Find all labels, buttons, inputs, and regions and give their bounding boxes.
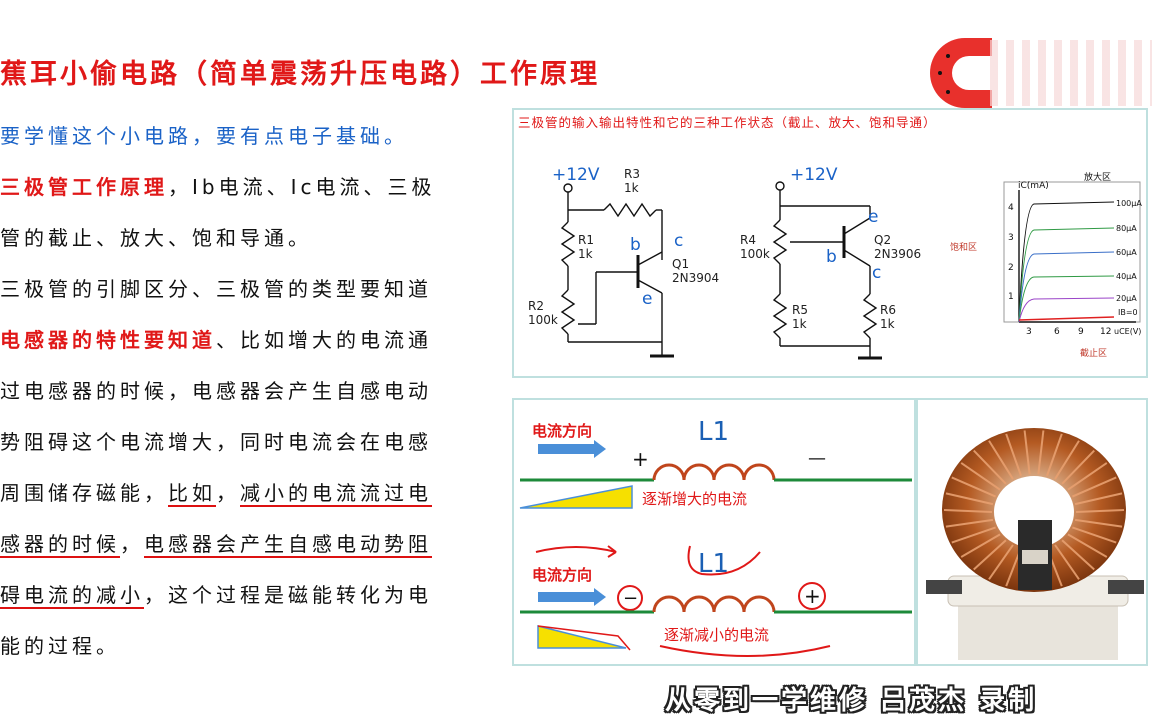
text-segment: 减小的电流流过电: [240, 481, 432, 505]
npn-supply-label: +12V: [552, 165, 600, 185]
curve-label-100: 100μA: [1116, 199, 1142, 208]
text-segment: ，Ib电流、Ic电流、三极: [168, 175, 436, 199]
inductor-label-1: L1: [698, 417, 729, 447]
toroid-inductor-photo: [916, 398, 1148, 666]
text-line: 能的过程。: [0, 628, 505, 679]
r2-label: R2: [528, 299, 544, 313]
ytick-1: 1: [1008, 292, 1014, 302]
current-direction-label-1: 电流方向: [532, 422, 592, 440]
text-line: 势阻碍这个电流增大，同时电流会在电感: [0, 424, 505, 475]
text-segment: 势阻碍这个电流增大，同时电流会在电感: [0, 430, 432, 454]
xtick-12: 12: [1100, 327, 1111, 337]
minus-sign-1: —: [808, 448, 826, 469]
text-line: 感器的时候，电感器会产生自感电动势阻: [0, 526, 505, 577]
text-segment: ，: [216, 481, 240, 505]
current-direction-label-2: 电流方向: [532, 566, 592, 584]
text-segment: 要学懂这个小电路，要有点电子基础。: [0, 124, 408, 148]
r6-label: R6: [880, 303, 896, 317]
r1-value: 1k: [578, 247, 593, 261]
r1-label: R1: [578, 233, 594, 247]
xtick-9: 9: [1078, 327, 1084, 337]
text-segment: 电感器的特性要知道: [0, 328, 216, 352]
region-saturation: 饱和区: [950, 241, 977, 253]
curve-label-60: 60μA: [1116, 248, 1137, 257]
pnp-e-label: e: [868, 207, 878, 227]
pnp-c-label: c: [872, 263, 881, 283]
text-segment: 周围储存磁能，: [0, 481, 168, 505]
r6-value: 1k: [880, 317, 895, 331]
q2-type: 2N3906: [874, 247, 921, 261]
ytick-2: 2: [1008, 263, 1014, 273]
text-segment: 过电感器的时候，电感器会产生自感电动: [0, 379, 432, 403]
text-segment: ，: [120, 532, 144, 556]
text-line: 碍电流的减小，这个过程是磁能转化为电: [0, 577, 505, 628]
r4-label: R4: [740, 233, 756, 247]
author-watermark: 从零到一学维修 吕茂杰 录制: [665, 686, 1038, 716]
ytick-4: 4: [1008, 203, 1014, 213]
q2-label: Q2: [874, 233, 891, 247]
r3-value: 1k: [624, 181, 639, 195]
text-line: 过电感器的时候，电感器会产生自感电动: [0, 373, 505, 424]
text-segment: ，这个过程是磁能转化为电: [144, 583, 432, 607]
plus-sign-2: +: [804, 584, 821, 608]
record-bar-decoration: [990, 40, 1152, 106]
q1-type: 2N3904: [672, 271, 719, 285]
text-segment: 碍电流的减小: [0, 583, 144, 607]
curve-label-20: 20μA: [1116, 294, 1137, 303]
text-line: 电感器的特性要知道、比如增大的电流通: [0, 322, 505, 373]
graph-xlabel: uCE(V): [1114, 327, 1141, 336]
r4-value: 100k: [740, 247, 770, 261]
q1-label: Q1: [672, 257, 689, 271]
pnp-b-label: b: [826, 247, 837, 267]
text-segment: 比如: [168, 481, 216, 505]
text-segment: 电感器会产生自感电动势阻: [144, 532, 432, 556]
transistor-circuits-diagram: +12V b c e +12V b e c R3 1k R1 1k R2 100…: [528, 165, 1142, 360]
page-title: 蕉耳小偷电路（简单震荡升压电路）工作原理: [0, 59, 600, 90]
xtick-3: 3: [1026, 327, 1032, 337]
text-segment: 、比如增大的电流通: [216, 328, 432, 352]
increasing-current-caption: 逐渐增大的电流: [642, 490, 747, 508]
toroid-inductor-image: [926, 428, 1144, 660]
text-segment: 三极管工作原理: [0, 175, 168, 199]
curve-label-0: IB=0: [1118, 308, 1138, 317]
text-line: 要学懂这个小电路，要有点电子基础。: [0, 118, 505, 169]
region-amplify: 放大区: [1084, 171, 1111, 183]
characteristic-graph: 4 3 2 1 3 6 9 12 iC(mA) uCE(V) 100μA 80μ…: [950, 171, 1142, 359]
text-segment: 感器的时候: [0, 532, 120, 556]
npn-c-label: c: [674, 231, 683, 251]
ytick-3: 3: [1008, 233, 1014, 243]
text-line: 管的截止、放大、饱和导通。: [0, 220, 505, 271]
inductor-panel: 电流方向 L1 + — 逐渐增大的电流 电流方向 L1 − + 逐渐减小的电流: [512, 398, 916, 666]
plus-sign-1: +: [632, 447, 649, 471]
explanation-text: 要学懂这个小电路，要有点电子基础。三极管工作原理，Ib电流、Ic电流、三极管的截…: [0, 118, 505, 679]
r5-label: R5: [792, 303, 808, 317]
text-line: 三极管的引脚区分、三极管的类型要知道: [0, 271, 505, 322]
circuit-panel-title: 三极管的输入输出特性和它的三种工作状态（截止、放大、饱和导通）: [518, 115, 937, 130]
graph-ylabel: iC(mA): [1018, 181, 1049, 191]
region-cutoff: 截止区: [1080, 347, 1107, 359]
transistor-circuit-panel: 三极管的输入输出特性和它的三种工作状态（截止、放大、饱和导通）: [512, 108, 1148, 378]
curve-label-80: 80μA: [1116, 224, 1137, 233]
npn-e-label: e: [642, 289, 652, 309]
r3-label: R3: [624, 167, 640, 181]
decreasing-current-caption: 逐渐减小的电流: [664, 626, 769, 644]
inductor-diagram: 电流方向 L1 + — 逐渐增大的电流 电流方向 L1 − + 逐渐减小的电流: [519, 417, 912, 657]
text-segment: 三极管的引脚区分、三极管的类型要知道: [0, 277, 432, 301]
record-icon[interactable]: [930, 38, 1000, 108]
npn-b-label: b: [630, 235, 641, 255]
text-segment: 管的截止、放大、饱和导通。: [0, 226, 312, 250]
minus-sign-2: −: [623, 588, 638, 609]
pnp-supply-label: +12V: [790, 165, 838, 185]
r2-value: 100k: [528, 313, 558, 327]
text-segment: 能的过程。: [0, 634, 120, 658]
text-line: 三极管工作原理，Ib电流、Ic电流、三极: [0, 169, 505, 220]
xtick-6: 6: [1054, 327, 1060, 337]
curve-label-40: 40μA: [1116, 272, 1137, 281]
text-line: 周围储存磁能，比如，减小的电流流过电: [0, 475, 505, 526]
r5-value: 1k: [792, 317, 807, 331]
